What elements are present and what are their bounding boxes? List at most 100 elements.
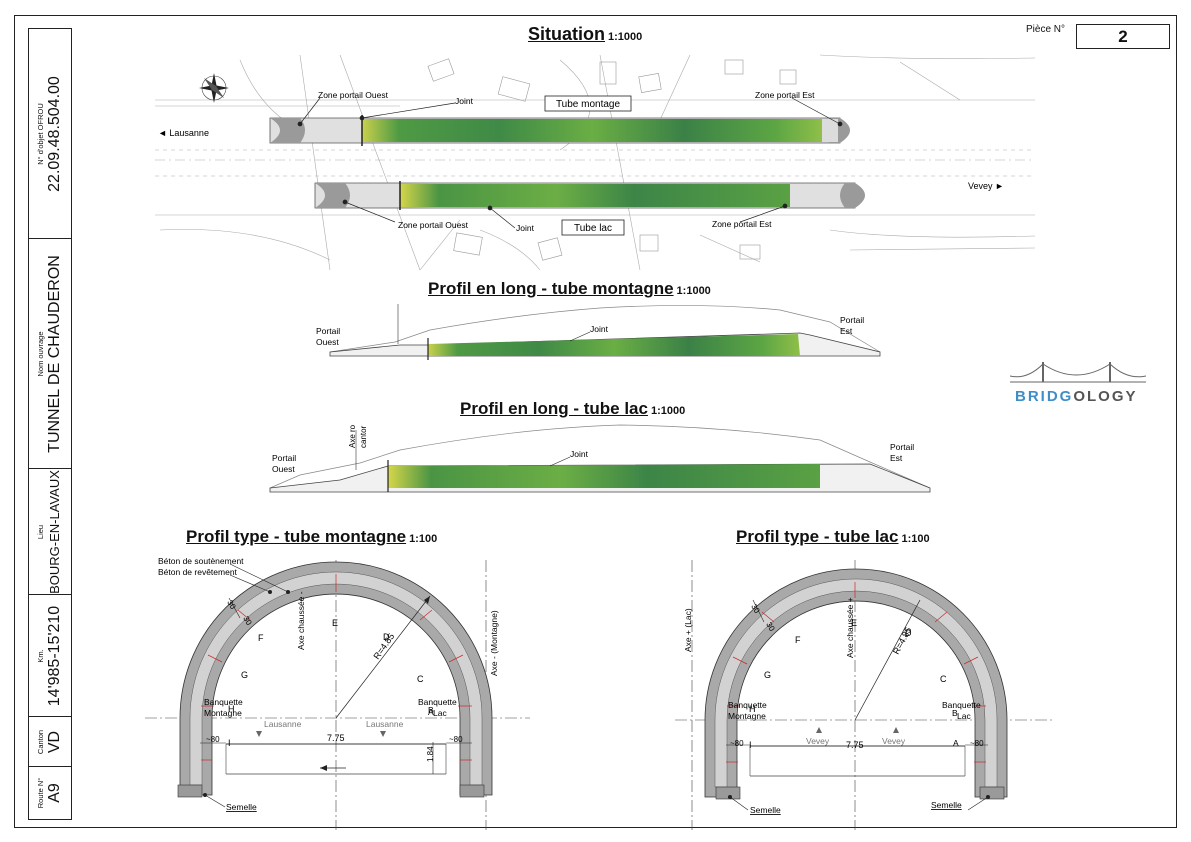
pt-g-montagne: G	[241, 670, 248, 680]
portail-est-lac-1: Portail	[890, 442, 914, 452]
zone-portail-ouest-top: Zone portail Ouest	[318, 90, 389, 100]
map-background	[155, 54, 1036, 271]
bridgology-logo	[1010, 362, 1146, 383]
pt-g-lac: G	[764, 670, 771, 680]
banquette-r2-lac: Lac	[957, 711, 971, 721]
banquette-l1-lac: Banquette	[728, 700, 767, 710]
banquette-r2-montagne: Lac	[433, 708, 447, 718]
joint-label-top: Joint	[455, 96, 474, 106]
axe-chaussee-montagne: Axe chaussée -	[296, 591, 306, 650]
height-montagne: 1.84	[426, 746, 435, 762]
cross-section-lac: Axe + (Lac) Axe chaussée + R=4.85 30 30 …	[675, 560, 1055, 830]
zone-portail-est-top: Zone portail Est	[755, 90, 815, 100]
vevey-r-label: Vevey	[882, 736, 906, 746]
joint-label-montagne: Joint	[590, 324, 609, 334]
portail-ouest-lac-1: Portail	[272, 453, 296, 463]
lac-scan-strip	[388, 464, 820, 488]
tube-lac-box	[561, 219, 625, 236]
tube-lac-label: Tube lac	[574, 223, 612, 234]
portail-ouest-mass	[270, 118, 305, 143]
tube-montagne-scan	[362, 119, 822, 142]
lausanne-label: ◄ Lausanne	[158, 128, 209, 138]
axe-montagne-label: Axe - (Montagne)	[489, 610, 499, 676]
tube-montagne-gap	[822, 119, 838, 142]
situation-plan: ◄ Lausanne Vevey ► Zone portail Ouest Jo…	[155, 54, 1036, 271]
piece-number: 2	[1076, 24, 1170, 49]
portail-ouest-lac-mass	[315, 183, 350, 208]
portail-ouest-label-1: Portail	[316, 326, 340, 336]
pt-i-montagne: I	[228, 738, 231, 748]
pt-d-lac: D	[905, 628, 912, 638]
pt-i-lac: I	[749, 740, 752, 750]
dim-lines-lac	[726, 599, 988, 747]
lausanne-r-label: Lausanne	[366, 719, 404, 729]
situation-leaders	[297, 97, 843, 229]
semelle-r-lac: Semelle	[931, 800, 962, 810]
pt-e-lac: E	[851, 618, 857, 628]
width-montagne: 7.75	[327, 733, 345, 743]
pt-b-lac: B	[952, 708, 958, 718]
drawing-frame	[14, 15, 1177, 828]
pt-a-montagne: A	[428, 707, 434, 717]
pt-f-lac: F	[795, 635, 801, 645]
pt-c-montagne: C	[417, 674, 424, 684]
lausanne-l-label: Lausanne	[264, 719, 302, 729]
bridgology-wordmark: BRIDGOLOGY	[1015, 388, 1138, 405]
piece-label: Pièce N°	[1026, 24, 1066, 35]
portail-est-lac-mass	[840, 183, 865, 208]
pt-f-montagne: F	[258, 633, 264, 643]
zone-portail-est-bottom: Zone portail Est	[712, 219, 772, 229]
portail-ouest-label-2: Ouest	[316, 337, 339, 347]
beton-soutenement-label: Béton de soutènement	[158, 556, 244, 566]
banquette-l2-lac: Montagne	[728, 711, 766, 721]
trottoir-r-montagne: ~80	[449, 735, 463, 744]
zone-portail-ouest-bottom: Zone portail Ouest	[398, 220, 469, 230]
banquette-l2-montagne: Montagne	[204, 708, 242, 718]
pt-c-lac: C	[940, 674, 947, 684]
cross-section-montagne: Béton de soutènement Béton de revêtement…	[145, 556, 530, 830]
vevey-l-label: Vevey	[806, 736, 830, 746]
vevey-label: Vevey ►	[968, 181, 1004, 191]
axe-route-label-1: Axe ro	[348, 424, 357, 448]
portail-est-label-1: Portail	[840, 315, 864, 325]
trottoir-l-lac: ~80	[730, 739, 744, 748]
banquette-r1-lac: Banquette	[942, 700, 981, 710]
portail-est-lac-2: Est	[890, 453, 903, 463]
profil-long-lac: Axe ro cantor Portail Ouest Joint Portai…	[269, 424, 931, 493]
width-lac: 7.75	[846, 740, 864, 750]
profil-long-montagne: Portail Ouest Joint Portail Est	[316, 304, 881, 360]
pt-a-lac: A	[953, 738, 959, 748]
joint-label-lac: Joint	[570, 449, 589, 459]
axe-chaussee-lac: Axe chaussée +	[845, 597, 855, 658]
tube-montagne-box	[544, 95, 632, 112]
pt-e-montagne: E	[332, 618, 338, 628]
banquette-l1-montagne: Banquette	[204, 697, 243, 707]
km-cell: Km.14'985-15'210	[29, 595, 71, 717]
pt-d-montagne: D	[383, 632, 390, 642]
pt-h-montagne: H	[228, 704, 235, 714]
trottoir-r-lac: ~80	[970, 739, 984, 748]
measure-lines-lac	[726, 582, 986, 763]
buildings	[427, 58, 797, 261]
axe-route-label-2: cantor	[359, 425, 368, 448]
semelle-montagne: Semelle	[226, 802, 257, 812]
pt-b-montagne: B	[428, 705, 434, 715]
portail-est-label-2: Est	[840, 326, 853, 336]
tube-lac-scan	[400, 184, 790, 207]
tube-montagne-label: Tube montage	[556, 99, 621, 110]
trottoir-l-montagne: ~80	[206, 735, 220, 744]
semelle-l-lac: Semelle	[750, 805, 781, 815]
joint-label-bottom: Joint	[516, 223, 535, 233]
beton-revetement-label: Béton de revêtement	[158, 567, 238, 577]
